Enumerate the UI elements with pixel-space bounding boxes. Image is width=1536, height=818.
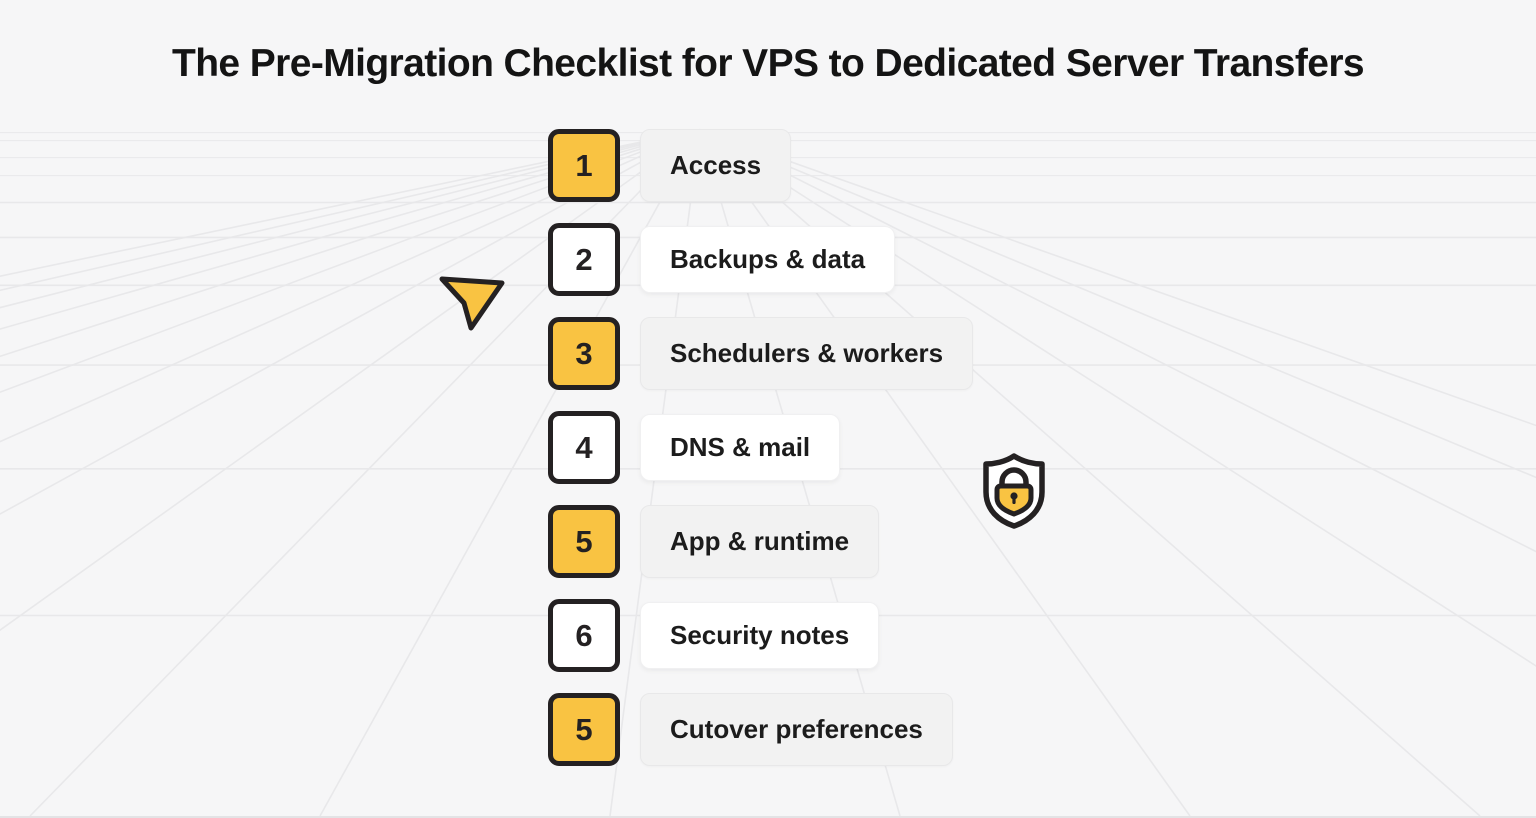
step-label-pill: App & runtime: [640, 505, 880, 578]
checklist: 1 Access 2 Backups & data 3 Schedulers &…: [548, 129, 974, 766]
step-number: 2: [575, 241, 593, 277]
step-number-box: 1: [548, 129, 620, 202]
step-label: App & runtime: [670, 526, 850, 556]
step-label-pill: Access: [640, 129, 792, 202]
cursor-arrow-icon: [438, 272, 506, 331]
step-label: Schedulers & workers: [670, 338, 944, 368]
step-number: 6: [575, 617, 593, 653]
checklist-row-7: 5 Cutover preferences: [548, 693, 973, 766]
step-number-box: 3: [548, 317, 620, 390]
checklist-row-1: 1 Access: [548, 129, 973, 202]
shield-lock-icon: [979, 451, 1049, 531]
step-number: 5: [575, 711, 593, 747]
step-number-box: 5: [548, 693, 620, 766]
step-label-pill: Cutover preferences: [640, 693, 953, 766]
step-number: 1: [575, 147, 593, 183]
step-number-box: 4: [548, 411, 620, 484]
checklist-row-3: 3 Schedulers & workers: [548, 317, 974, 390]
step-number: 3: [575, 335, 593, 371]
step-label: Security notes: [670, 620, 850, 650]
step-label: Access: [670, 150, 762, 180]
step-label-pill: Backups & data: [640, 226, 896, 293]
step-label-pill: DNS & mail: [640, 414, 841, 481]
checklist-row-6: 6 Security notes: [548, 599, 973, 672]
step-number: 4: [575, 429, 593, 465]
checklist-row-2: 2 Backups & data: [548, 223, 973, 296]
checklist-row-4: 4 DNS & mail: [548, 411, 973, 484]
step-label: DNS & mail: [670, 432, 811, 462]
step-label-pill: Security notes: [640, 602, 880, 669]
step-number-box: 2: [548, 223, 620, 296]
step-label-pill: Schedulers & workers: [640, 317, 974, 390]
page-title: The Pre-Migration Checklist for VPS to D…: [171, 42, 1365, 85]
step-label: Cutover preferences: [670, 714, 923, 744]
step-number-box: 5: [548, 505, 620, 578]
checklist-row-5: 5 App & runtime: [548, 505, 973, 578]
step-number: 5: [575, 523, 593, 559]
step-label: Backups & data: [670, 244, 866, 274]
step-number-box: 6: [548, 599, 620, 672]
